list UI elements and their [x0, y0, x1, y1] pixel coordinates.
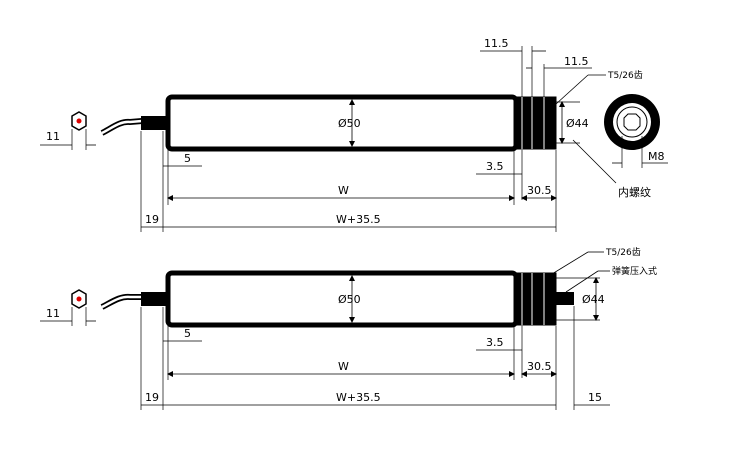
- bottom-dim-15: 15: [588, 391, 602, 404]
- top-dim-w: W: [338, 184, 349, 197]
- bottom-hex-nut: [40, 289, 96, 326]
- bottom-drive-head: [513, 272, 557, 326]
- top-dim-11-5-b: 11.5: [564, 55, 589, 68]
- top-left-shaft: [141, 116, 167, 130]
- bottom-dim-w: W: [338, 360, 349, 373]
- bottom-dim-5: 5: [184, 327, 191, 340]
- top-thread-label: 内螺纹: [618, 185, 651, 199]
- top-drive-head: [513, 96, 557, 150]
- bottom-dia-44: Ø44: [582, 293, 605, 306]
- bottom-press-label: 弹簧压入式: [612, 265, 657, 277]
- top-dim-11-5-a: 11.5: [484, 37, 509, 50]
- bottom-dim-total: W+35.5: [336, 391, 381, 404]
- bottom-dim-3-5: 3.5: [486, 336, 504, 349]
- top-hex-size-label: 11: [46, 130, 60, 143]
- bottom-spring-shaft: [556, 292, 574, 305]
- top-gear-label: T5/26齿: [607, 70, 643, 81]
- bottom-roller-view: 11 T5/26齿 弹簧压入式 Ø50 Ø44: [40, 247, 657, 410]
- top-dim-30-5: 30.5: [527, 184, 552, 197]
- top-hex-nut: [40, 111, 96, 150]
- top-dim-total: W+35.5: [336, 213, 381, 226]
- top-dia-44: Ø44: [566, 117, 589, 130]
- top-end-view: [604, 94, 668, 168]
- top-dim-19: 19: [145, 213, 159, 226]
- bottom-hex-size-label: 11: [46, 307, 60, 320]
- bottom-dia-50: Ø50: [338, 293, 361, 306]
- bottom-left-shaft: [141, 292, 167, 306]
- top-dim-3-5: 3.5: [486, 160, 504, 173]
- top-dim-5: 5: [184, 152, 191, 165]
- top-dia-50: Ø50: [338, 117, 361, 130]
- top-roller-view: 11 M8 内螺纹 T5/26齿: [40, 37, 668, 232]
- bottom-gear-label: T5/26齿: [605, 247, 641, 258]
- bottom-dim-19: 19: [145, 391, 159, 404]
- bottom-dim-30-5: 30.5: [527, 360, 552, 373]
- top-thread-size-label: M8: [648, 150, 665, 163]
